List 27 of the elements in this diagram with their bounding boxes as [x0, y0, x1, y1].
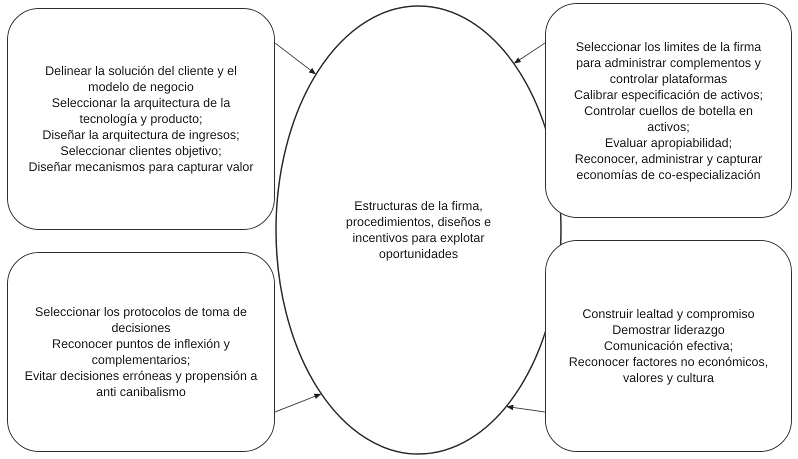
- rounded-box: [545, 240, 792, 452]
- node-text: Diseñar mecanismos para capturar valor: [28, 159, 254, 175]
- node-text: Comunicación efectiva;: [604, 338, 734, 354]
- node-text: Seleccionar los limites de la firma para administrar complementos y controlar plataformas: [574, 38, 762, 86]
- rounded-box: [7, 8, 275, 230]
- ellipse-node: [275, 5, 562, 455]
- rounded-box: [7, 252, 275, 452]
- node-text: Seleccionar la arquitectura de la tecnología y producto;: [50, 95, 232, 127]
- node-text: Delinear la solución del cliente y el modelo de negocio: [44, 63, 238, 95]
- node-text: Reconocer, administrar y capturar economías de co-especialización: [574, 150, 764, 182]
- node-text: Seleccionar los protocolos de toma de decisiones: [34, 304, 248, 336]
- arrow: [513, 42, 546, 64]
- node-text: Construir lealtad y compromiso: [582, 306, 755, 322]
- node-text: Seleccionar clientes objetivo;: [60, 143, 222, 159]
- node-text: Calibrar especificación de activos;: [574, 86, 763, 102]
- arrow: [274, 42, 316, 75]
- node-text: Estructuras de la firma, procedimientos, diseños e incentivos para explotar oportunidades: [344, 198, 492, 262]
- node-text: Reconocer puntos de inflexión y complementarios;: [51, 336, 231, 368]
- node-text: Diseñar la arquitectura de ingresos;: [42, 127, 240, 143]
- arrow: [274, 393, 322, 412]
- node-text: Evaluar apropiabilidad;: [604, 134, 732, 150]
- node-text: Evitar decisiones erróneas y propensión a anti canibalismo: [24, 368, 258, 400]
- rounded-box: [545, 3, 792, 218]
- node-text: Reconocer factores no económicos, valores y cultura: [568, 354, 770, 386]
- node-text: Demostrar liderazgo: [612, 322, 725, 338]
- arrow: [506, 404, 546, 412]
- node-text: Controlar cuellos de botella en activos;: [583, 102, 754, 134]
